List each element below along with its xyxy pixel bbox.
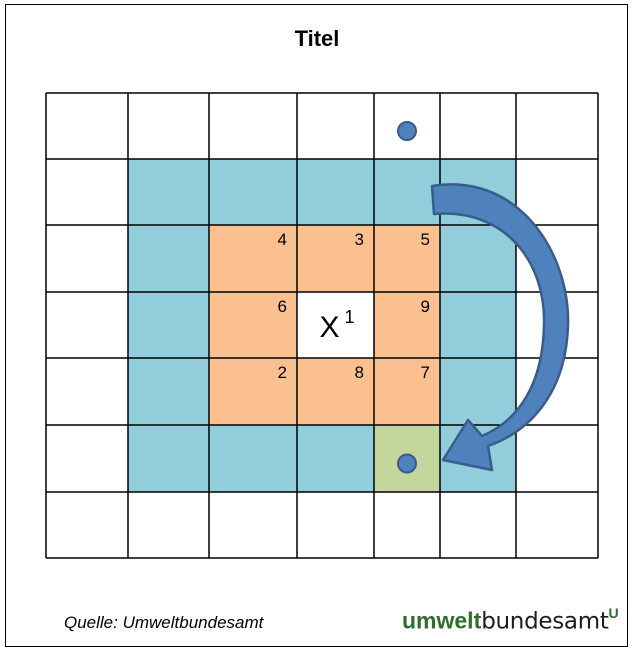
grid-cells xyxy=(46,93,598,558)
grid-cell xyxy=(440,492,516,558)
grid-cell xyxy=(374,492,440,558)
dot-marker xyxy=(397,121,417,141)
grid-cell xyxy=(209,425,297,492)
grid-cell xyxy=(46,159,128,225)
logo-mark: U xyxy=(608,605,619,621)
cell-label: 7 xyxy=(421,363,430,382)
cell-label: 9 xyxy=(421,297,430,316)
grid-cell xyxy=(128,93,209,159)
grid-cell xyxy=(516,492,598,558)
grid-cell xyxy=(516,93,598,159)
grid-cell xyxy=(128,159,209,225)
grid-cell xyxy=(440,292,516,358)
grid-cell xyxy=(128,358,209,425)
cell-label: 5 xyxy=(421,230,430,249)
grid-cell xyxy=(374,159,440,225)
grid-cell xyxy=(297,492,374,558)
dot-marker xyxy=(397,453,417,474)
grid-cell xyxy=(297,93,374,159)
grid-cell xyxy=(46,93,128,159)
curved-arrow-shape xyxy=(430,183,570,472)
grid-cell xyxy=(128,292,209,358)
grid-cell xyxy=(128,492,209,558)
uba-logo: umweltbundesamtU xyxy=(402,605,619,635)
cell-label: 8 xyxy=(355,363,364,382)
grid-cell xyxy=(209,159,297,225)
grid-cell xyxy=(297,425,374,492)
grid-cell xyxy=(128,225,209,292)
grid-cell xyxy=(209,93,297,159)
figure-title: Titel xyxy=(294,26,340,51)
cell-label: 2 xyxy=(278,363,287,382)
grid-cell xyxy=(516,159,598,225)
grid-cell xyxy=(46,425,128,492)
grid-cell xyxy=(297,358,374,425)
grid-cell xyxy=(440,358,516,425)
grid-cell xyxy=(516,425,598,492)
cell-label: 6 xyxy=(278,297,287,316)
grid-cell xyxy=(440,93,516,159)
center-label-superscript: 1 xyxy=(344,307,354,327)
grid-cell xyxy=(374,225,440,292)
grid-cell xyxy=(297,225,374,292)
cell-label: 4 xyxy=(278,230,287,249)
grid-cell xyxy=(440,225,516,292)
grid-cell xyxy=(46,358,128,425)
grid-cell xyxy=(374,358,440,425)
grid-cell xyxy=(209,358,297,425)
grid-cell xyxy=(209,492,297,558)
grid-cell xyxy=(209,292,297,358)
curved-arrow xyxy=(430,183,570,472)
cell-label: 3 xyxy=(355,230,364,249)
source-note: Quelle: Umweltbundesamt xyxy=(64,613,264,632)
grid-cell xyxy=(297,292,374,358)
center-label: X xyxy=(319,311,339,344)
grid-cell xyxy=(46,225,128,292)
grid-cell xyxy=(297,159,374,225)
grid-cell xyxy=(46,492,128,558)
grid-cell xyxy=(209,225,297,292)
logo-part-bundesamt: bundesamt xyxy=(481,608,609,635)
grid-cell xyxy=(374,292,440,358)
grid-cell xyxy=(46,292,128,358)
grid-cell xyxy=(128,425,209,492)
logo-part-umwelt: umwelt xyxy=(402,607,482,634)
dots xyxy=(397,121,417,474)
